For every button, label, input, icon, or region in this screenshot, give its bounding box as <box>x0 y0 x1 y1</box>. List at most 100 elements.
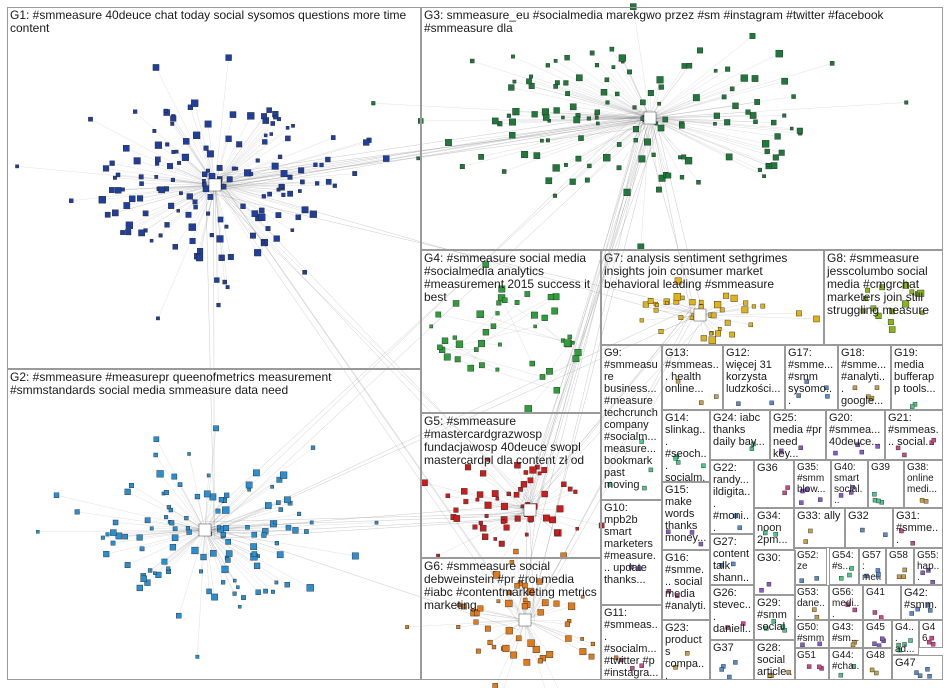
group-box-g31: G31: #smme... <box>893 508 943 548</box>
group-label-g21: G21: #smmeas... social... <box>888 412 940 448</box>
group-label-g58: G58 <box>889 550 911 561</box>
group-box-g54: G54: #s... <box>829 548 859 585</box>
group-label-g44: G44: #cha... <box>832 650 860 680</box>
group-label-g22: G22: randy... ildigita... #moni... #soci… <box>713 462 751 534</box>
group-box-g44: G44: #cha... <box>829 648 863 680</box>
group-box-g14: G14: slinkag... #seoch... socialm... #sm… <box>662 410 710 482</box>
group-box-g20: G20: #smmea... 40deuce... <box>826 410 885 460</box>
group-box-g11: G11: #smmeas... #socialm... #twitter #p … <box>601 605 662 680</box>
group-label-g23: G23: products compa... resorts... <box>665 622 707 680</box>
group-box-g22: G22: randy... ildigita... #moni... #soci… <box>710 460 754 534</box>
group-box-g25: G25: media #pr need key... <box>770 410 826 460</box>
group-label-g42: G42: #smm... <box>904 587 940 620</box>
group-box-g57: G57: me... <box>859 548 886 585</box>
group-label-g28: G28: social article... <box>757 642 793 680</box>
group-box-g37: G37 <box>710 640 754 680</box>
group-label-g5: G5: #smmeasure #mastercardgrazwosp funda… <box>424 415 598 467</box>
group-box-g34: G34: noon 2pm... <box>754 508 794 550</box>
group-label-g8: G8: #smmeasure jesscolumbo social media … <box>827 252 940 317</box>
group-box-g35: G35: #smm blow... <box>794 460 831 508</box>
group-label-g27: G27: content talk shann... <box>713 536 751 585</box>
group-label-g6: G6: #smmeasure social debweinstein #pr #… <box>424 560 598 612</box>
group-label-g54: G54: #s... <box>832 550 856 572</box>
group-box-g19: G19: media bufferapp tools... <box>891 345 943 410</box>
group-label-g49: G4... ad... <box>895 622 916 655</box>
group-box-g47: G47 <box>892 655 943 680</box>
group-box-g12: G12: więcej 31 korzysta ludzkości... <box>723 345 785 410</box>
group-box-g45: G45 <box>863 620 892 648</box>
group-box-g28: G28: social article... <box>754 640 796 680</box>
group-label-g2: G2: #smmeasure #measurepr queenofmetrics… <box>10 371 418 397</box>
group-box-g10: G10: mpb2b smart marketers #measure... u… <box>601 500 662 605</box>
group-label-g14: G14: slinkag... #seoch... socialm... #sm… <box>665 412 707 482</box>
group-label-g32: G32 <box>848 510 890 522</box>
group-box-g42: G42: #smm... <box>901 585 943 620</box>
group-box-g39: G39 <box>868 460 904 508</box>
group-box-g51: G51 <box>794 648 829 680</box>
group-label-g13: G13: #smmeas... health online... <box>665 347 720 395</box>
group-label-g20: G20: #smmea... 40deuce... <box>829 412 882 448</box>
group-label-g55: G55: hap... <box>917 550 940 583</box>
group-label-g25: G25: media #pr need key... <box>773 412 823 460</box>
group-label-g48: G48 <box>866 650 889 661</box>
group-box-g5: G5: #smmeasure #mastercardgrazwosp funda… <box>421 413 601 558</box>
group-label-g41: G41 <box>866 587 898 598</box>
group-label-g37: G37 <box>713 642 751 654</box>
group-label-g1: G1: #smmeasure 40deuce chat today social… <box>10 9 418 35</box>
group-label-g50: G50: #smm <box>797 622 826 644</box>
group-label-g3: G3: smmeasure_eu #socialmedia marekgwo p… <box>424 9 940 35</box>
group-box-g7: G7: analysis sentiment sethgrimes insigh… <box>601 250 824 345</box>
group-box-g58: G58 <box>886 548 914 585</box>
group-box-g8: G8: #smmeasure jesscolumbo social media … <box>824 250 943 345</box>
group-box-g3: G3: smmeasure_eu #socialmedia marekgwo p… <box>421 7 943 250</box>
group-label-g53: G53: dane... <box>797 587 826 620</box>
group-box-g13: G13: #smmeas... health online... <box>662 345 723 410</box>
group-box-g15: G15: make words thanks money... <box>662 482 710 550</box>
group-label-g4: G4: #smmeasure social media #socialmedia… <box>424 252 598 304</box>
group-label-g7: G7: analysis sentiment sethgrimes insigh… <box>604 252 821 291</box>
group-box-g41: G41 <box>863 585 901 620</box>
group-box-g26: G26: stevec... daniell... <box>710 585 754 640</box>
group-box-g27: G27: content talk shann... <box>710 534 754 585</box>
group-box-g18: G18: #smme... #analyti... google... <box>838 345 891 410</box>
group-label-g52: G52: ze <box>797 550 824 572</box>
group-label-g51: G51 <box>797 650 826 661</box>
group-box-g6: G6: #smmeasure social debweinstein #pr #… <box>421 558 601 680</box>
group-box-g46: G46 <box>919 620 943 648</box>
group-label-g31: G31: #smme... <box>896 510 940 546</box>
group-label-g26: G26: stevec... daniell... <box>713 587 751 640</box>
group-label-g10: G10: mpb2b smart marketers #measure... u… <box>604 502 659 586</box>
group-label-g24: G24: iabc thanks daily bay... <box>713 412 767 448</box>
group-box-g24: G24: iabc thanks daily bay... <box>710 410 770 460</box>
group-box-g36: G36 <box>754 460 794 508</box>
group-label-g34: G34: noon 2pm... <box>757 510 791 546</box>
group-label-g16: G16: #smme... social media #analyti... <box>665 552 707 620</box>
group-box-g32: G32 <box>845 508 893 548</box>
group-label-g15: G15: make words thanks money... <box>665 484 707 544</box>
group-box-g17: G17: #smme... #smm sysomo... <box>785 345 838 410</box>
group-box-g50: G50: #smm <box>794 620 829 648</box>
group-box-g48: G48 <box>863 648 892 680</box>
group-box-g29: G29: #smm social <box>754 595 796 640</box>
group-label-g35: G35: #smm blow... <box>797 462 828 495</box>
group-label-g17: G17: #smme... #smm sysomo... <box>788 347 835 407</box>
group-label-g36: G36 <box>757 462 791 474</box>
group-label-g12: G12: więcej 31 korzysta ludzkości... <box>726 347 782 395</box>
group-label-g29: G29: #smm social <box>757 597 793 633</box>
group-box-g52: G52: ze <box>794 548 827 585</box>
group-box-g2: G2: #smmeasure #measurepr queenofmetrics… <box>7 369 421 680</box>
group-label-g40: G40: smart social... <box>834 462 865 506</box>
group-label-g18: G18: #smme... #analyti... google... <box>841 347 888 407</box>
group-label-g39: G39 <box>871 462 901 473</box>
group-box-g1: G1: #smmeasure 40deuce chat today social… <box>7 7 421 369</box>
group-label-g45: G45 <box>866 622 889 633</box>
group-box-g9: G9: #smmeasure business... #measure tech… <box>601 345 662 500</box>
group-box-g21: G21: #smmeas... social... <box>885 410 943 460</box>
group-box-g53: G53: dane... <box>794 585 829 620</box>
group-label-g19: G19: media bufferapp tools... <box>894 347 940 395</box>
group-box-g30: G30: <box>754 550 796 595</box>
group-box-g55: G55: hap... <box>914 548 943 585</box>
group-label-g47: G47 <box>895 657 940 669</box>
group-box-g43: G43: #sm... <box>829 620 863 648</box>
group-box-g49: G4... ad... <box>892 620 919 655</box>
